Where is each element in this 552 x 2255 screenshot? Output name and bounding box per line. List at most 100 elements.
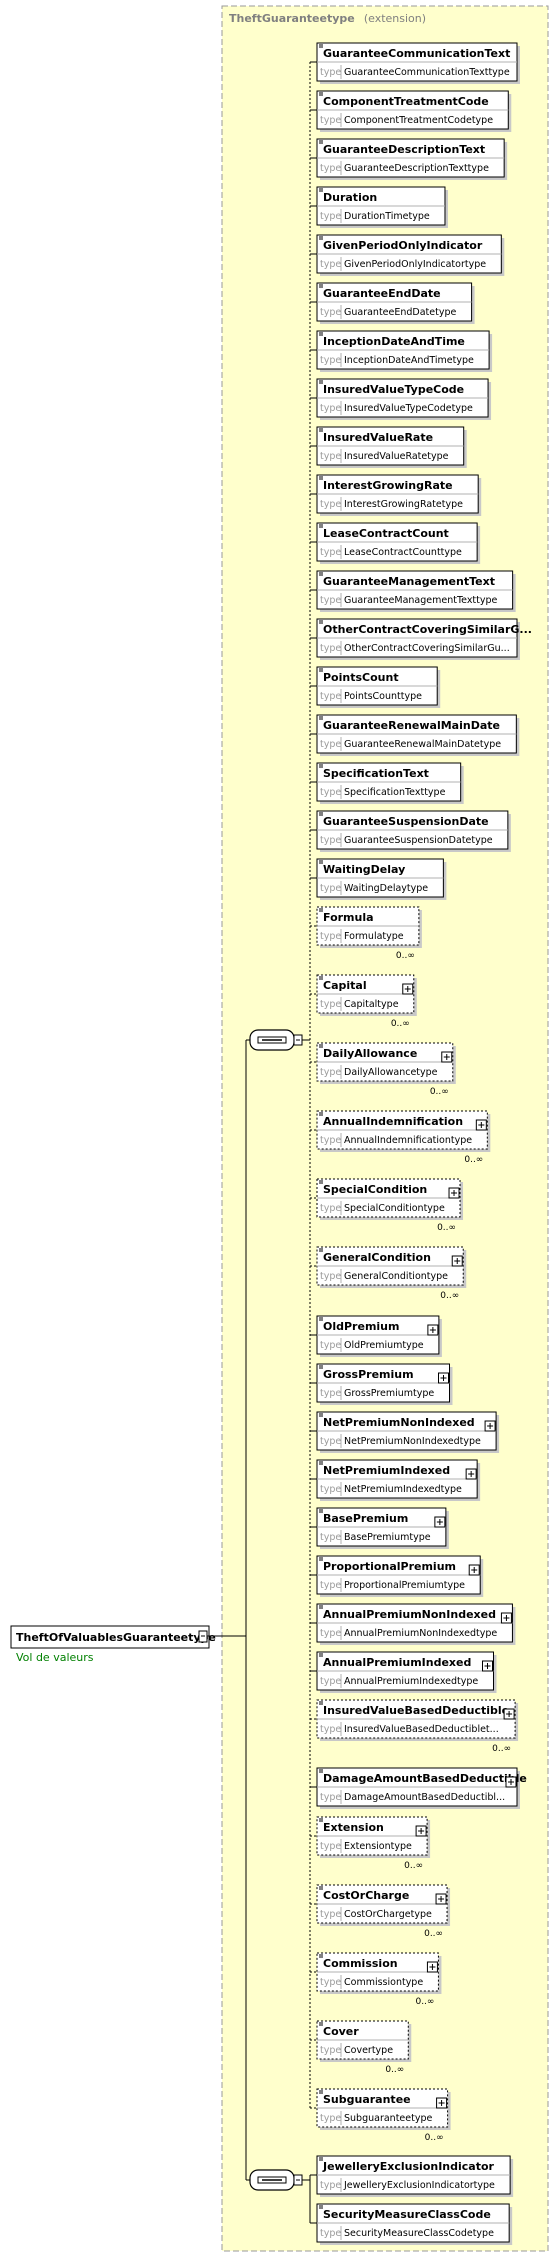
cardinality-label: 0..∞ <box>425 2133 444 2143</box>
sequence-compositor-1[interactable] <box>246 1029 308 1051</box>
element-name: Capital <box>323 979 367 992</box>
expand-plus-icon[interactable] <box>426 1961 438 1973</box>
cardinality-label: 0..∞ <box>396 951 415 961</box>
expand-plus-icon[interactable] <box>500 1612 512 1624</box>
element-name: OldPremium <box>323 1320 399 1333</box>
expand-plus-icon[interactable] <box>505 1776 517 1788</box>
type-keyword: type <box>320 1340 341 1351</box>
expand-plus-icon[interactable] <box>427 1324 439 1336</box>
expand-plus-icon[interactable] <box>481 1660 493 1672</box>
element-type: InsuredValueRatetype <box>344 451 449 462</box>
expand-plus-icon[interactable] <box>503 1708 515 1720</box>
element-type: InsuredValueBasedDeductiblet... <box>344 1724 499 1735</box>
element-type: AnnualPremiumIndexedtype <box>344 1676 478 1687</box>
complex-type-annotation: (extension) <box>364 12 426 25</box>
expand-plus-icon[interactable] <box>402 983 414 995</box>
root-element[interactable]: TheftOfValuablesGuaranteetype <box>10 1625 246 1649</box>
type-keyword: type <box>320 1628 341 1639</box>
cardinality-label: 0..∞ <box>464 1155 483 1165</box>
type-keyword: type <box>320 739 341 750</box>
expand-plus-icon[interactable] <box>451 1255 463 1267</box>
expand-plus-icon[interactable] <box>441 1051 453 1063</box>
element-name: AnnualPremiumNonIndexed <box>323 1608 496 1621</box>
element-type: CostOrChargetype <box>344 1909 432 1920</box>
expand-plus-icon[interactable] <box>438 1372 450 1384</box>
element-name: Formula <box>323 911 374 924</box>
element-name: GuaranteeRenewalMainDate <box>323 719 500 732</box>
element-type: GeneralConditiontype <box>344 1271 448 1282</box>
expand-plus-icon[interactable] <box>465 1468 477 1480</box>
element-name: Subguarantee <box>323 2093 411 2106</box>
element-type: OldPremiumtype <box>344 1340 424 1351</box>
sequence-compositor-2[interactable] <box>246 2169 308 2191</box>
type-keyword: type <box>320 355 341 366</box>
expand-plus-icon[interactable] <box>468 1564 480 1576</box>
expand-plus-icon[interactable] <box>436 2097 448 2109</box>
element-type: InceptionDateAndTimetype <box>344 355 474 366</box>
element-name: InterestGrowingRate <box>323 479 453 492</box>
expand-plus-icon[interactable] <box>415 1825 427 1837</box>
expand-plus-icon[interactable] <box>484 1420 496 1432</box>
type-keyword: type <box>320 1203 341 1214</box>
element-name: InsuredValueBasedDeductible <box>323 1704 509 1717</box>
type-keyword: type <box>320 211 341 222</box>
element-name: GuaranteeSuspensionDate <box>323 815 489 828</box>
element-name: Duration <box>323 191 377 204</box>
element-type: OtherContractCoveringSimilarGu... <box>344 643 510 654</box>
element-name: AnnualIndemnification <box>323 1115 463 1128</box>
element-type: SecurityMeasureClassCodetype <box>344 2228 494 2239</box>
expand-plus-icon[interactable] <box>475 1119 487 1131</box>
expand-plus-icon[interactable] <box>434 1516 446 1528</box>
element-name: WaitingDelay <box>323 863 405 876</box>
type-keyword: type <box>320 1676 341 1687</box>
expand-plus-icon[interactable] <box>435 1893 447 1905</box>
element-name: PointsCount <box>323 671 399 684</box>
type-keyword: type <box>320 1724 341 1735</box>
type-keyword: type <box>320 2180 341 2191</box>
expand-plus-icon[interactable] <box>448 1187 460 1199</box>
